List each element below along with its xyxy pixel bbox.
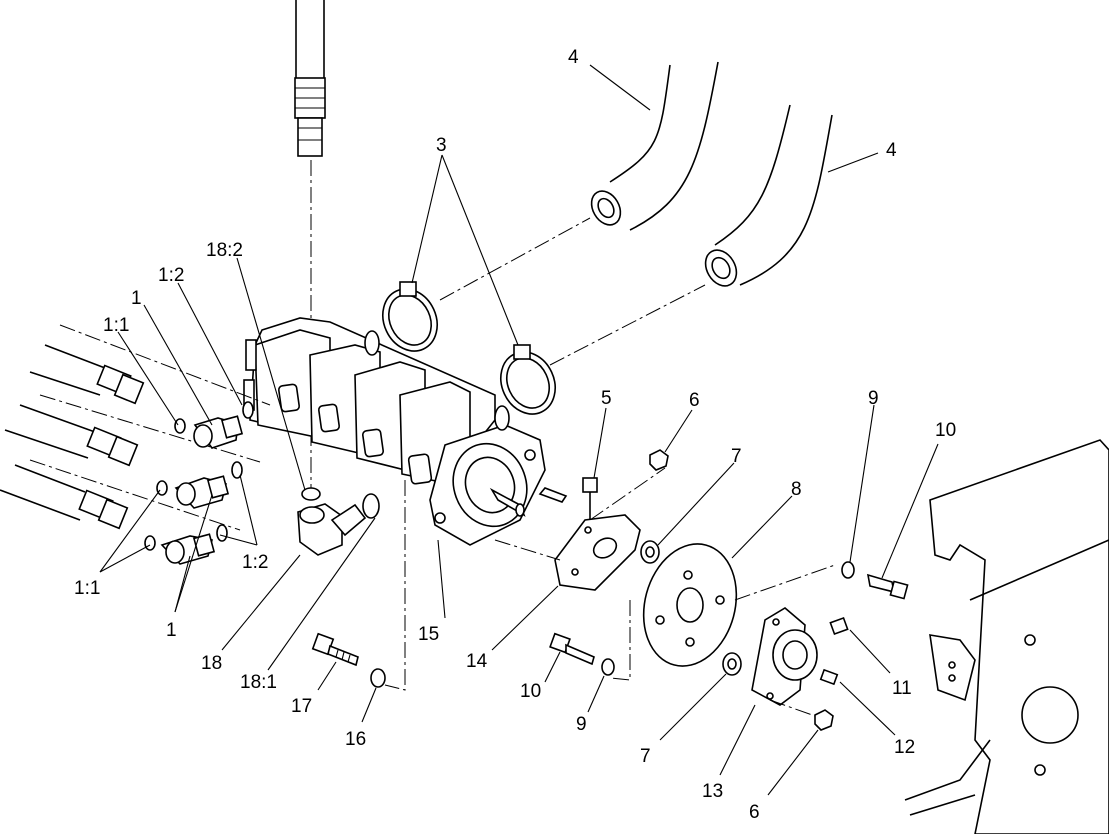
leader-lines (99, 64, 939, 796)
bolt-10-top (866, 573, 909, 600)
fitting-set-middle (156, 461, 243, 509)
left-hose-top (29, 344, 145, 405)
hose-upper (590, 61, 719, 231)
hose-clamp-upper (382, 281, 438, 352)
callout-4-upper: 4 (568, 47, 579, 68)
callout-8: 8 (791, 479, 802, 500)
callout-7-bottom: 7 (640, 746, 651, 767)
callout-1-1-top: 1:1 (103, 315, 129, 336)
nut-16 (370, 668, 386, 688)
spacer-7-top (640, 540, 660, 564)
callout-18-2: 18:2 (206, 240, 243, 261)
callout-5: 5 (601, 388, 612, 409)
callout-17: 17 (291, 696, 312, 717)
callout-18: 18 (201, 653, 222, 674)
bolt-17 (311, 632, 359, 667)
coupling-disk (642, 543, 738, 667)
nut-6-bottom (814, 709, 834, 731)
washer-9-bottom (601, 658, 615, 676)
vertical-hose (294, 0, 326, 157)
callout-3: 3 (436, 135, 447, 156)
callout-7-top: 7 (731, 446, 742, 467)
callout-18-1: 18:1 (240, 672, 277, 693)
callout-12: 12 (894, 737, 915, 758)
hose-clamp-lower (500, 344, 556, 415)
nut-6-top (649, 449, 669, 471)
coupler-hub (751, 607, 818, 706)
bolt-10-bottom (549, 632, 595, 666)
mount-bracket-14 (554, 514, 641, 591)
callout-1-bottom: 1 (166, 620, 177, 641)
fitting-set-bottom (144, 524, 228, 565)
left-hose-middle (4, 404, 139, 467)
callout-1-2-top: 1:2 (158, 265, 184, 286)
key-12 (819, 668, 839, 686)
callout-6-top: 6 (689, 390, 700, 411)
callout-15: 15 (418, 624, 439, 645)
bolt-5 (582, 477, 598, 520)
callout-9-top: 9 (868, 388, 879, 409)
callouts: 3 4 4 18:2 1:2 1 1:1 5 6 7 8 9 10 1:2 1:… (74, 47, 956, 823)
hose-lower (704, 104, 833, 287)
callout-16: 16 (345, 729, 366, 750)
callout-13: 13 (702, 781, 723, 802)
set-screw-11 (829, 616, 849, 636)
callout-10-bottom: 10 (520, 681, 541, 702)
callout-1-2-bottom: 1:2 (242, 552, 268, 573)
elbow-fitting (297, 487, 380, 556)
washer-9-top (841, 561, 855, 579)
callout-11: 11 (892, 678, 912, 699)
callout-14: 14 (466, 651, 488, 672)
callout-6-bottom: 6 (749, 802, 760, 823)
left-hose-bottom (0, 464, 129, 530)
callout-9-bottom: 9 (576, 714, 587, 735)
frame-bracket (904, 439, 1109, 834)
callout-10-top: 10 (935, 420, 956, 441)
callout-1-top: 1 (131, 288, 142, 309)
callout-1-1-bottom: 1:1 (74, 578, 100, 599)
spacer-7-bottom (722, 652, 742, 676)
fitting-set-top (174, 401, 254, 449)
callout-4-lower: 4 (886, 140, 897, 161)
shaft-key (538, 487, 568, 503)
hydraulic-pump (243, 317, 546, 546)
